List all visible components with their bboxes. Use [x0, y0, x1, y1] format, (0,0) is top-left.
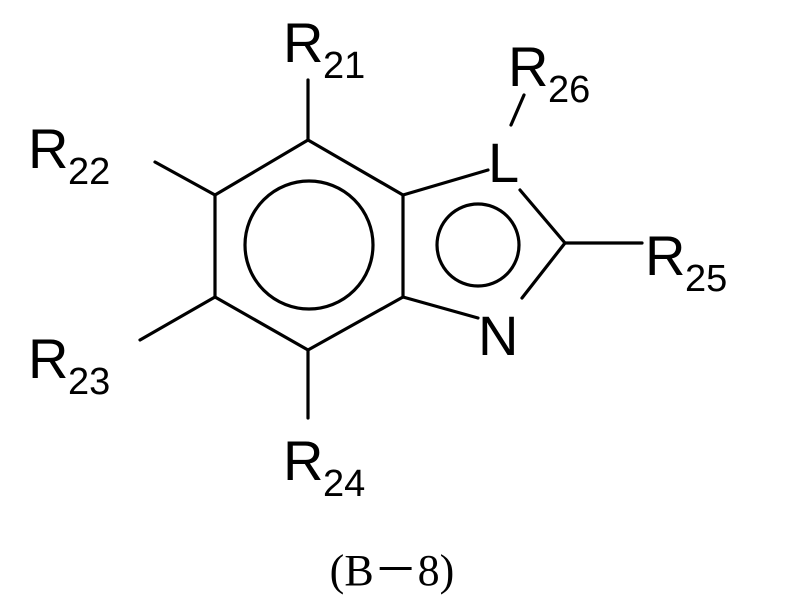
label-r25: R 25	[645, 224, 727, 300]
label-r21: R 21	[283, 11, 365, 87]
bond-c1-c2	[308, 140, 403, 195]
bond-r22	[155, 162, 215, 195]
r21-sub: 21	[323, 45, 365, 87]
r22-sub: 22	[68, 151, 110, 193]
five-ring-aromatic-circle	[437, 204, 519, 286]
r25-base: R	[645, 224, 685, 287]
r24-base: R	[283, 429, 323, 492]
r25-sub: 25	[685, 258, 727, 300]
r22-base: R	[28, 117, 68, 180]
r26-base: R	[508, 35, 548, 98]
bond-r23	[140, 297, 215, 340]
label-r23: R 23	[28, 327, 110, 403]
bond-c-n	[522, 243, 565, 298]
r23-sub: 23	[68, 361, 110, 403]
r23-base: R	[28, 327, 68, 390]
r21-base: R	[283, 11, 323, 74]
label-r24: R 24	[283, 429, 365, 505]
bond-r26	[511, 95, 524, 125]
label-r22: R 22	[28, 117, 110, 193]
five-membered-ring	[403, 170, 565, 318]
bond-c4-c5	[215, 297, 308, 350]
figure-caption: (B－8)	[330, 546, 455, 595]
bond-n-c3	[403, 297, 478, 318]
atom-l: L	[488, 131, 519, 194]
benzene-ring	[215, 140, 403, 350]
bond-l-c	[520, 190, 565, 243]
bond-c3-c4	[308, 297, 403, 350]
bond-c6-c1	[215, 140, 308, 195]
bond-c2-l	[403, 170, 488, 195]
r24-sub: 24	[323, 463, 365, 505]
r26-sub: 26	[548, 69, 590, 111]
benzene-aromatic-circle	[245, 181, 373, 309]
atom-n: N	[478, 304, 518, 367]
